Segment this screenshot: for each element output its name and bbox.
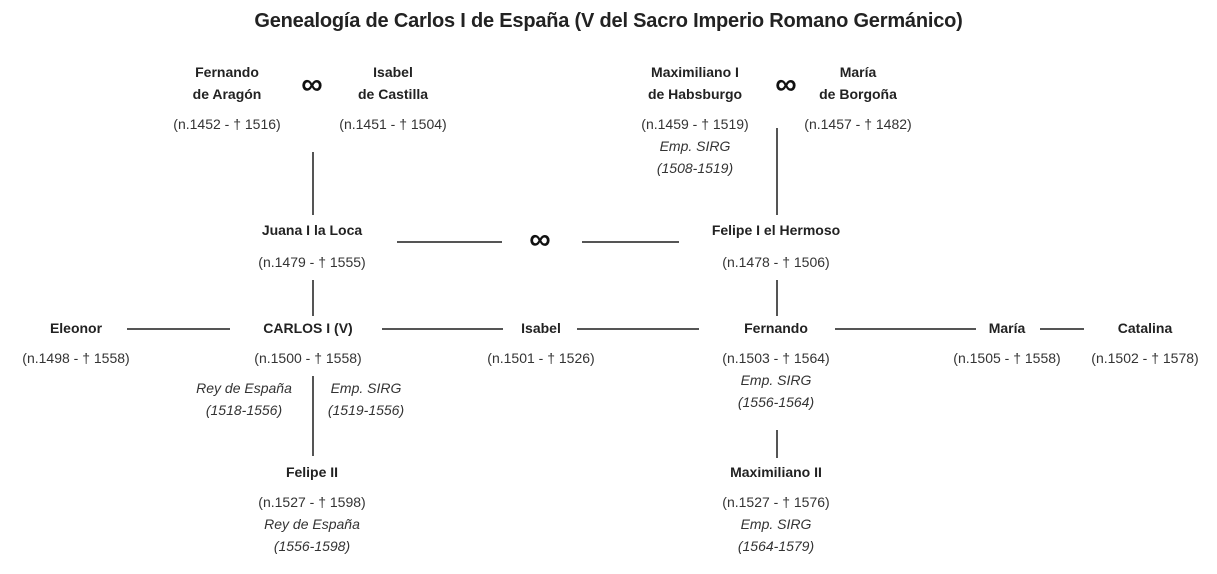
- person-name: de Habsburgo: [647, 86, 743, 102]
- person-name: de Aragón: [192, 86, 262, 102]
- connector-line: [382, 328, 503, 330]
- person-eleonor: Eleonor (n.1498 - † 1558): [22, 317, 129, 369]
- person-role: Rey de España: [196, 380, 292, 396]
- person-felipe-ii: Felipe II (n.1527 - † 1598) Rey de Españ…: [258, 461, 365, 557]
- person-fernando-de-aragon: Fernando de Aragón (n.1452 - † 1516): [173, 61, 280, 135]
- diagram-title: Genealogía de Carlos I de España (V del …: [254, 10, 963, 32]
- person-role: Emp. SIRG: [740, 516, 812, 532]
- marriage-symbol: ∞: [301, 68, 323, 101]
- person-role: Emp. SIRG: [330, 380, 402, 396]
- person-role: Emp. SIRG: [740, 372, 812, 388]
- connector-line: [582, 241, 679, 243]
- person-maximiliano-i: Maximiliano I de Habsburgo (n.1459 - † 1…: [641, 61, 748, 179]
- connector-line: [577, 328, 699, 330]
- person-role-dates: (1556-1598): [273, 538, 351, 554]
- person-name: Eleonor: [49, 320, 103, 336]
- connector-line: [835, 328, 976, 330]
- person-juana: Juana I la Loca (n.1479 - † 1555): [258, 219, 365, 273]
- connector-line: [312, 280, 314, 316]
- person-name: CARLOS I (V): [263, 320, 353, 336]
- connector-line: [776, 128, 778, 215]
- person-isabel-de-castilla: Isabel de Castilla (n.1451 - † 1504): [339, 61, 446, 135]
- person-dates: (n.1502 - † 1578): [1091, 350, 1199, 366]
- person-carlos: CARLOS I (V) (n.1500 - † 1558): [254, 317, 361, 369]
- connector-line: [776, 430, 778, 458]
- person-name: Isabel: [373, 64, 413, 80]
- person-role: Rey de España: [264, 516, 360, 532]
- person-dates: (n.1501 - † 1526): [487, 350, 595, 366]
- person-catalina: Catalina (n.1502 - † 1578): [1091, 317, 1198, 369]
- marriage-symbol: ∞: [775, 68, 797, 101]
- person-role-dates: (1508-1519): [656, 160, 734, 176]
- person-dates: (n.1505 - † 1558): [953, 350, 1061, 366]
- person-dates: (n.1500 - † 1558): [254, 350, 362, 366]
- person-name: María: [988, 320, 1026, 336]
- marriage-symbol: ∞: [529, 223, 551, 256]
- person-name: Juana I la Loca: [261, 222, 363, 238]
- person-maria-de-borgona: María de Borgoña (n.1457 - † 1482): [804, 61, 911, 135]
- carlos-role-rey: Rey de España (1518-1556): [196, 377, 292, 421]
- person-name: Isabel: [521, 320, 561, 336]
- connector-line: [312, 152, 314, 215]
- person-dates: (n.1503 - † 1564): [722, 350, 830, 366]
- person-fernando: Fernando (n.1503 - † 1564) Emp. SIRG (15…: [722, 317, 829, 413]
- person-dates: (n.1452 - † 1516): [173, 116, 281, 132]
- carlos-role-emperador: Emp. SIRG (1519-1556): [328, 377, 404, 421]
- connector-line: [776, 280, 778, 316]
- person-role-dates: (1556-1564): [737, 394, 815, 410]
- person-dates: (n.1459 - † 1519): [641, 116, 749, 132]
- person-name: de Castilla: [357, 86, 429, 102]
- person-name: Catalina: [1117, 320, 1173, 336]
- connector-line: [127, 328, 230, 330]
- person-name: Felipe I el Hermoso: [711, 222, 841, 238]
- person-maria: María (n.1505 - † 1558): [953, 317, 1060, 369]
- person-name: Fernando: [195, 64, 259, 80]
- person-name: Felipe II: [285, 464, 339, 480]
- person-dates: (n.1479 - † 1555): [258, 254, 366, 270]
- person-dates: (n.1457 - † 1482): [804, 116, 912, 132]
- person-maximiliano-ii: Maximiliano II (n.1527 - † 1576) Emp. SI…: [722, 461, 829, 557]
- person-name: María: [839, 64, 877, 80]
- person-dates: (n.1451 - † 1504): [339, 116, 447, 132]
- person-dates: (n.1527 - † 1598): [258, 494, 366, 510]
- person-name: Maximiliano I: [651, 64, 739, 80]
- person-isabel: Isabel (n.1501 - † 1526): [487, 317, 594, 369]
- person-dates: (n.1527 - † 1576): [722, 494, 830, 510]
- person-name: Maximiliano II: [730, 464, 822, 480]
- person-role-dates: (1518-1556): [205, 402, 283, 418]
- connector-line: [397, 241, 502, 243]
- person-felipe-i: Felipe I el Hermoso (n.1478 - † 1506): [712, 219, 840, 273]
- connector-line: [1040, 328, 1084, 330]
- connector-line: [312, 376, 314, 456]
- person-name: Fernando: [744, 320, 808, 336]
- person-role-dates: (1564-1579): [737, 538, 815, 554]
- person-dates: (n.1478 - † 1506): [722, 254, 830, 270]
- person-role: Emp. SIRG: [659, 138, 731, 154]
- person-name: de Borgoña: [819, 86, 897, 102]
- person-dates: (n.1498 - † 1558): [22, 350, 130, 366]
- person-role-dates: (1519-1556): [327, 402, 405, 418]
